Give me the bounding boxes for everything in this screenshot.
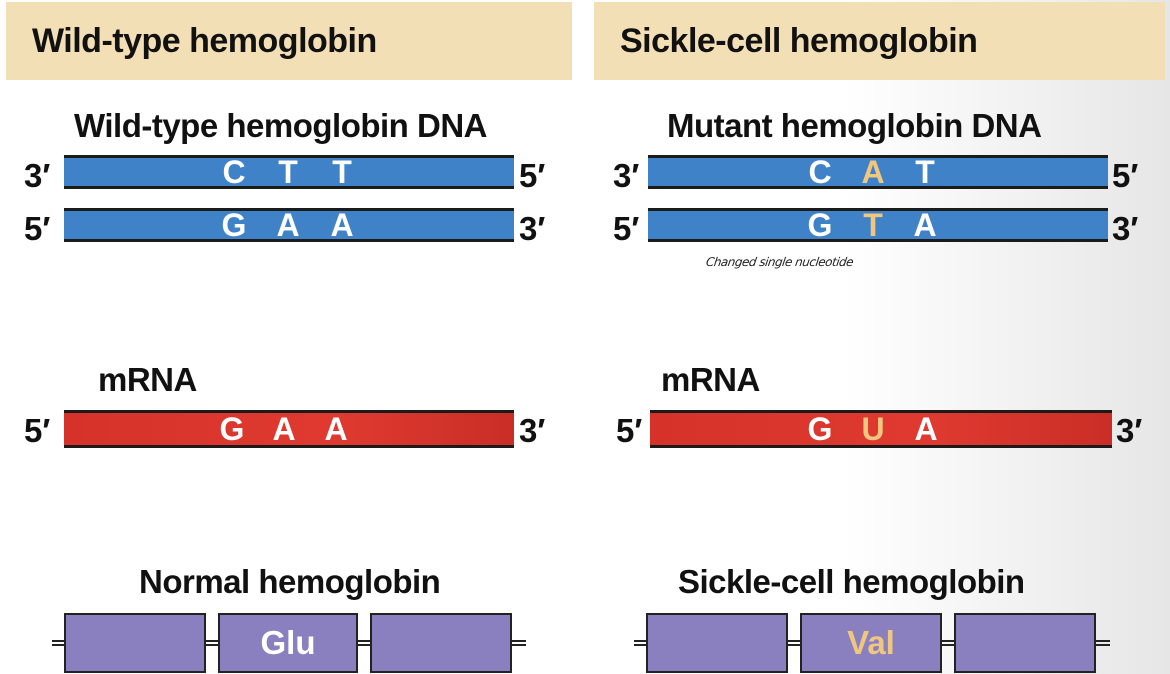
wt-mrna-title: mRNA: [98, 361, 197, 398]
protein-box-1: [64, 613, 206, 673]
mut-dna-top-left-end: 3′: [613, 157, 640, 194]
protein-box-3: [370, 613, 512, 673]
sickle-cell-hemoglobin-title: Sickle-cell hemoglobin: [678, 563, 1025, 600]
mut-dna-bottom-left-end: 5′: [613, 210, 640, 247]
mut-mrna-base-2: U: [861, 411, 885, 447]
wt-mrna-base-1: G: [219, 411, 245, 447]
wt-dna-top-base-1: C: [222, 154, 246, 190]
changed-nucleotide-annotation: Changed single nucleotide: [705, 255, 855, 269]
mut-dna-bottom-base-3: A: [913, 207, 937, 243]
mut-dna-top-base-2: A: [861, 154, 885, 190]
normal-hemoglobin-title: Normal hemoglobin: [139, 563, 441, 600]
wt-dna-bottom-left-end: 5′: [24, 210, 51, 247]
mut-mrna-base-3: A: [914, 411, 938, 447]
wt-dna-top-strand: C T T: [64, 155, 514, 189]
mut-mrna-strand: G U A: [650, 410, 1112, 448]
wt-mrna-base-3: A: [324, 411, 348, 447]
normal-protein-chain: Glu: [52, 613, 526, 673]
wt-dna-bottom-right-end: 3′: [519, 210, 546, 247]
protein-box-val: Val: [800, 613, 942, 673]
header-wild-type: Wild-type hemoglobin: [6, 2, 572, 80]
wt-dna-top-left-end: 3′: [24, 157, 51, 194]
mutant-dna-title: Mutant hemoglobin DNA: [667, 107, 1042, 144]
wt-dna-top-base-2: T: [278, 154, 298, 190]
mut-dna-top-strand: C A T: [648, 155, 1108, 189]
mut-dna-top-base-1: C: [808, 154, 832, 190]
wild-type-dna-title: Wild-type hemoglobin DNA: [74, 107, 488, 144]
mut-dna-top-base-3: T: [915, 154, 935, 190]
mut-dna-bottom-base-1: G: [807, 207, 833, 243]
mut-mrna-base-1: G: [807, 411, 833, 447]
mut-mrna-right-end: 3′: [1116, 412, 1143, 449]
protein-box-3: [954, 613, 1096, 673]
wt-dna-bottom-base-2: A: [276, 207, 300, 243]
mut-mrna-left-end: 5′: [616, 412, 643, 449]
header-sickle-cell: Sickle-cell hemoglobin: [594, 2, 1165, 80]
wt-mrna-strand: G A A: [64, 410, 514, 448]
protein-box-glu: Glu: [218, 613, 358, 673]
wt-dna-bottom-strand: G A A: [64, 208, 514, 242]
mut-mrna-title: mRNA: [661, 361, 760, 398]
wt-mrna-left-end: 5′: [24, 412, 51, 449]
wt-mrna-right-end: 3′: [519, 412, 546, 449]
mut-dna-bottom-strand: G T A: [648, 208, 1108, 242]
wt-dna-bottom-base-3: A: [330, 207, 354, 243]
mut-dna-bottom-right-end: 3′: [1112, 210, 1139, 247]
wt-dna-top-base-3: T: [332, 154, 352, 190]
mut-dna-top-right-end: 5′: [1112, 157, 1139, 194]
protein-box-1: [646, 613, 788, 673]
sickle-protein-chain: Val: [634, 613, 1110, 673]
wt-dna-bottom-base-1: G: [221, 207, 247, 243]
mut-dna-bottom-base-2: T: [863, 207, 883, 243]
wt-mrna-base-2: A: [272, 411, 296, 447]
wt-dna-top-right-end: 5′: [519, 157, 546, 194]
